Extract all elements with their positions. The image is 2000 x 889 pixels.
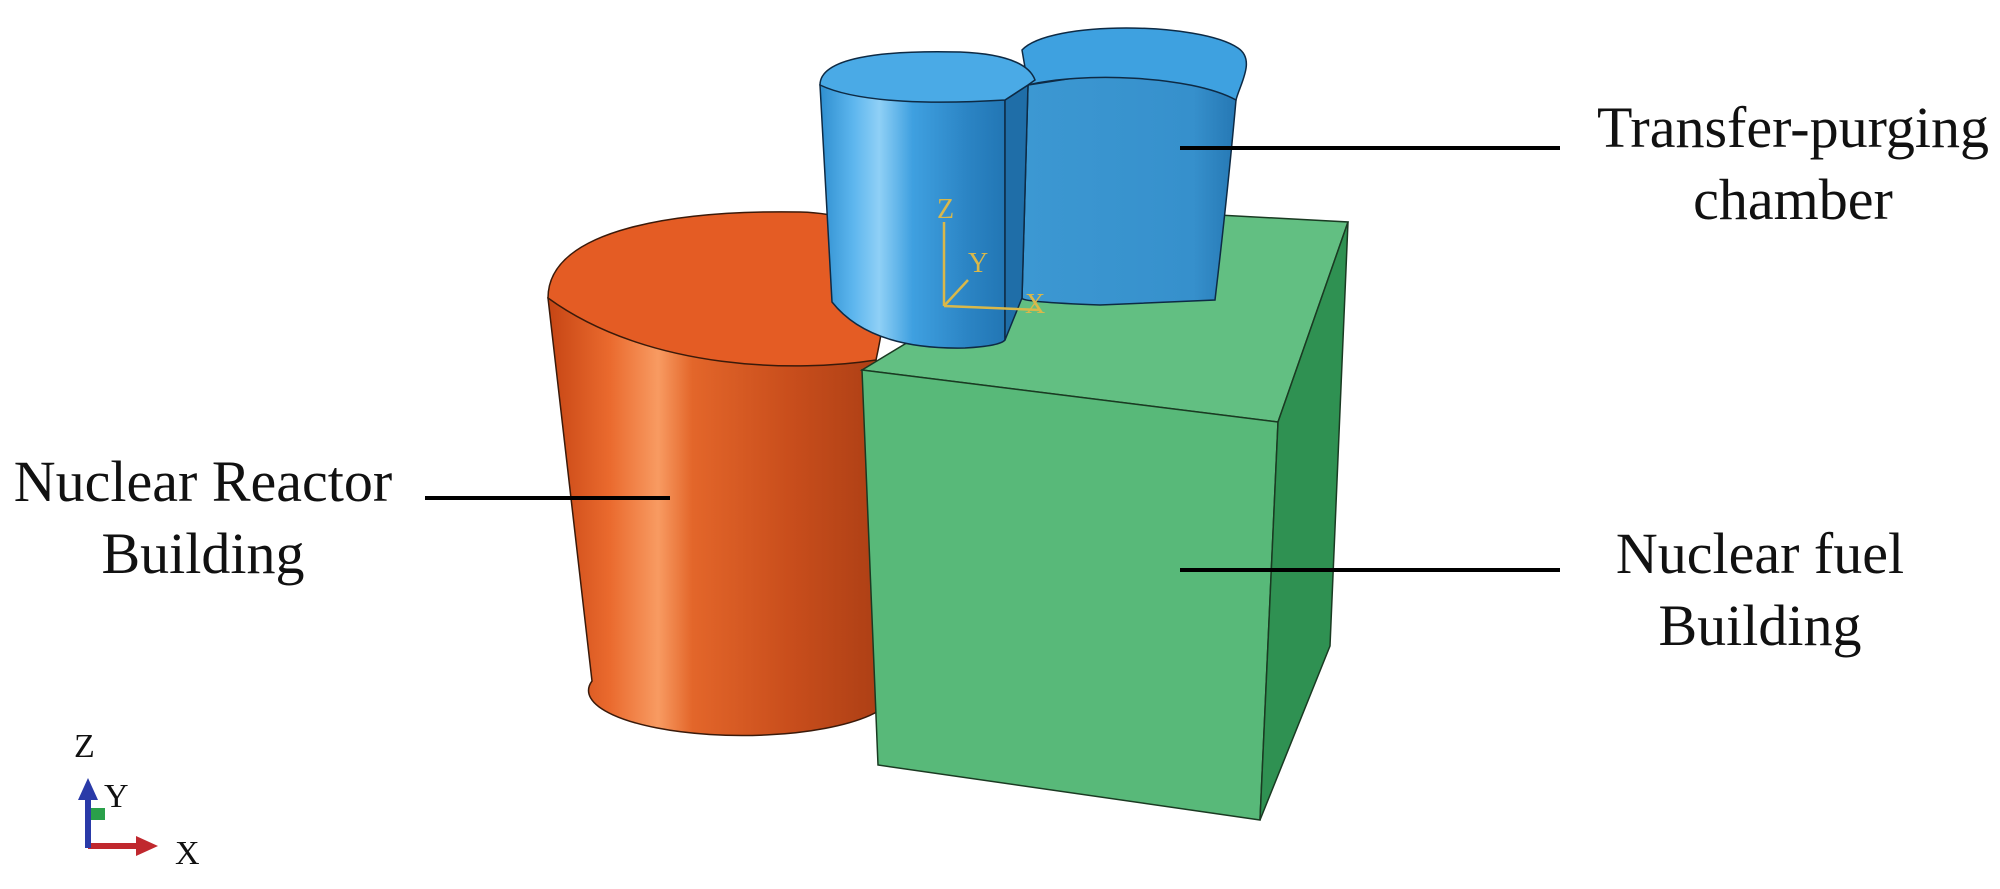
reactor-side-face xyxy=(547,297,893,737)
global-axis-triad xyxy=(78,778,158,856)
local-axis-triad xyxy=(942,222,1041,312)
transfer-chamber-label: Transfer-purging chamber xyxy=(1586,92,2000,236)
global-axis-x-arrowhead xyxy=(136,836,158,856)
chamber-right-side xyxy=(1021,73,1237,306)
global-axis-y-label: Y xyxy=(104,778,129,815)
global-axis-z-arrowhead xyxy=(78,778,98,800)
fuel-front-face xyxy=(861,369,1279,821)
global-axis-z-label: Z xyxy=(74,728,95,765)
chamber-left-top xyxy=(819,50,1036,103)
reactor-label-line1: Nuclear Reactor xyxy=(13,449,393,514)
reactor-building-label: Nuclear Reactor Building xyxy=(8,446,398,590)
chamber-left-side xyxy=(819,84,1006,349)
fuel-building-label: Nuclear fuel Building xyxy=(1600,518,1920,662)
reactor-building xyxy=(547,211,893,737)
chamber-right-top xyxy=(1021,27,1248,102)
transfer-label-line2: chamber xyxy=(1693,167,1893,232)
fuel-building xyxy=(859,209,1350,821)
global-axis-x-label: X xyxy=(175,835,200,872)
local-axis-x-label: X xyxy=(1025,289,1045,320)
fuel-side-face xyxy=(1259,221,1349,821)
reactor-label-line2: Building xyxy=(101,521,305,586)
transfer-chamber xyxy=(819,27,1248,349)
global-axis-y-marker xyxy=(91,808,105,820)
local-axis-z-label: Z xyxy=(937,194,954,225)
fuel-label-line1: Nuclear fuel xyxy=(1615,521,1905,586)
fuel-label-line2: Building xyxy=(1658,593,1862,658)
transfer-label-line1: Transfer-purging xyxy=(1597,95,1989,160)
local-axis-y-label: Y xyxy=(968,248,988,279)
